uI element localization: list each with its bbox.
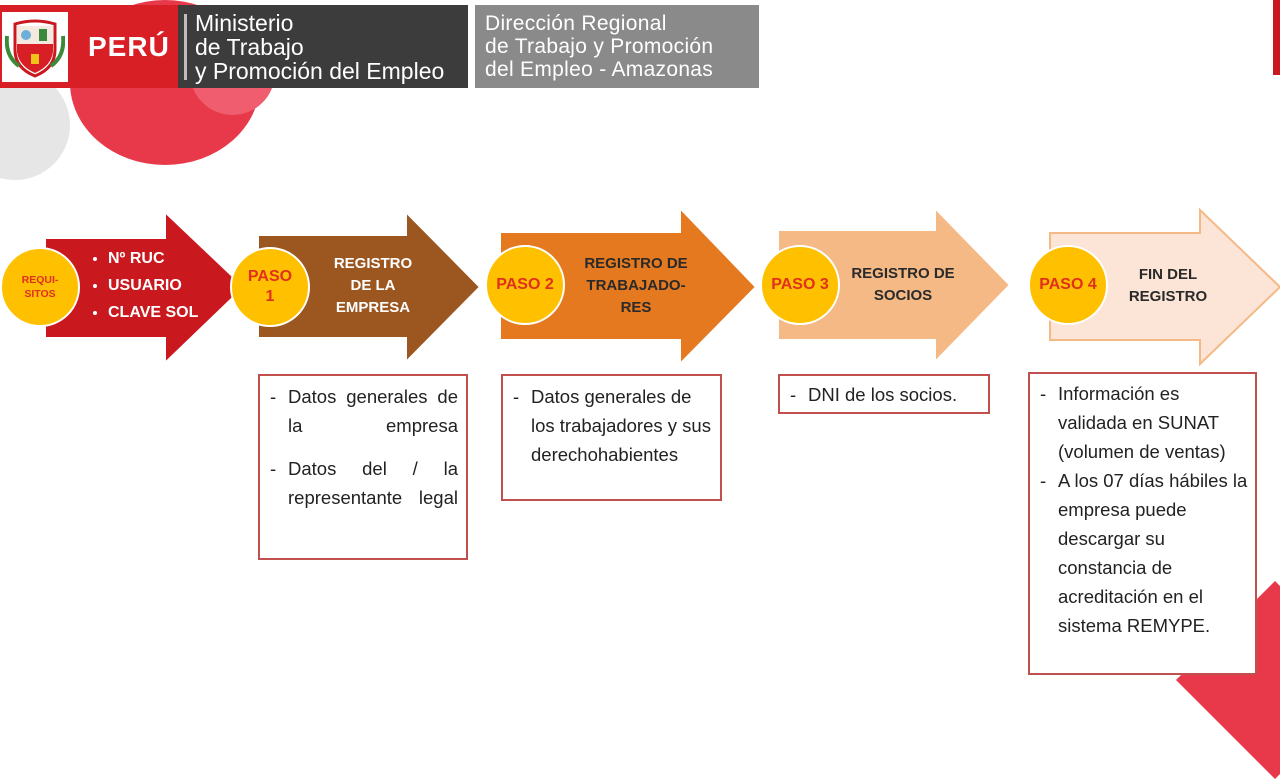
process-arrows [44,205,1280,367]
note-paso1: Datos generales de la empresa Datos del … [258,374,468,560]
badge-paso2: PASO 2 [485,245,565,325]
note-item: Información es validada en SUNAT (volume… [1030,379,1251,466]
label-paso3: REGISTRO DE SOCIOS [851,265,955,304]
note-item: Datos generales de la empresa [260,382,458,440]
note-item: A los 07 días hábiles la empresa puede d… [1030,466,1251,640]
note-paso2: Datos generales de los trabajadores y su… [501,374,722,501]
badge-requisitos: REQUI- SITOS [0,247,80,327]
decor-right-edge [1273,0,1280,75]
requisito-item: Nº RUC [108,245,198,272]
label-paso1: REGISTRO DE LA EMPRESA [333,255,413,316]
badge-paso4: PASO 4 [1028,245,1108,325]
arrow-paso3 [777,205,1012,365]
note-item: Datos del / la representante legal [260,454,458,512]
country-name: PERÚ [88,30,170,62]
note-paso3: DNI de los socios. [778,374,990,414]
badge-paso3: PASO 3 [760,245,840,325]
arrow-paso4 [1049,207,1280,367]
note-item: DNI de los socios. [780,380,984,409]
ministry-block: Ministerio de Trabajo y Promoción del Em… [178,5,468,88]
requisito-item: CLAVE SOL [108,299,198,326]
label-paso4: FIN DEL REGISTRO [1128,266,1208,305]
header-logo: PERÚ Ministerio de Trabajo y Promoción d… [0,5,759,88]
logo-peru-block: PERÚ [0,5,178,88]
regional-name: Dirección Regional de Trabajo y Promoció… [485,12,714,81]
ministry-name: Ministerio de Trabajo y Promoción del Em… [195,9,445,84]
divider [184,13,187,80]
label-paso2: REGISTRO DE TRABAJADO- RES [584,255,688,316]
badge-paso1: PASO 1 [230,247,310,327]
requisitos-list: Nº RUC USUARIO CLAVE SOL [90,245,198,326]
arrow-requisitos [44,209,246,366]
arrow-paso1 [257,209,482,365]
requisito-item: USUARIO [108,272,198,299]
arrow-paso2 [499,205,758,367]
note-paso4: Información es validada en SUNAT (volume… [1028,372,1257,675]
note-item: Datos generales de los trabajadores y su… [503,382,716,469]
regional-block: Dirección Regional de Trabajo y Promoció… [475,5,759,88]
coat-of-arms-icon [2,11,68,82]
